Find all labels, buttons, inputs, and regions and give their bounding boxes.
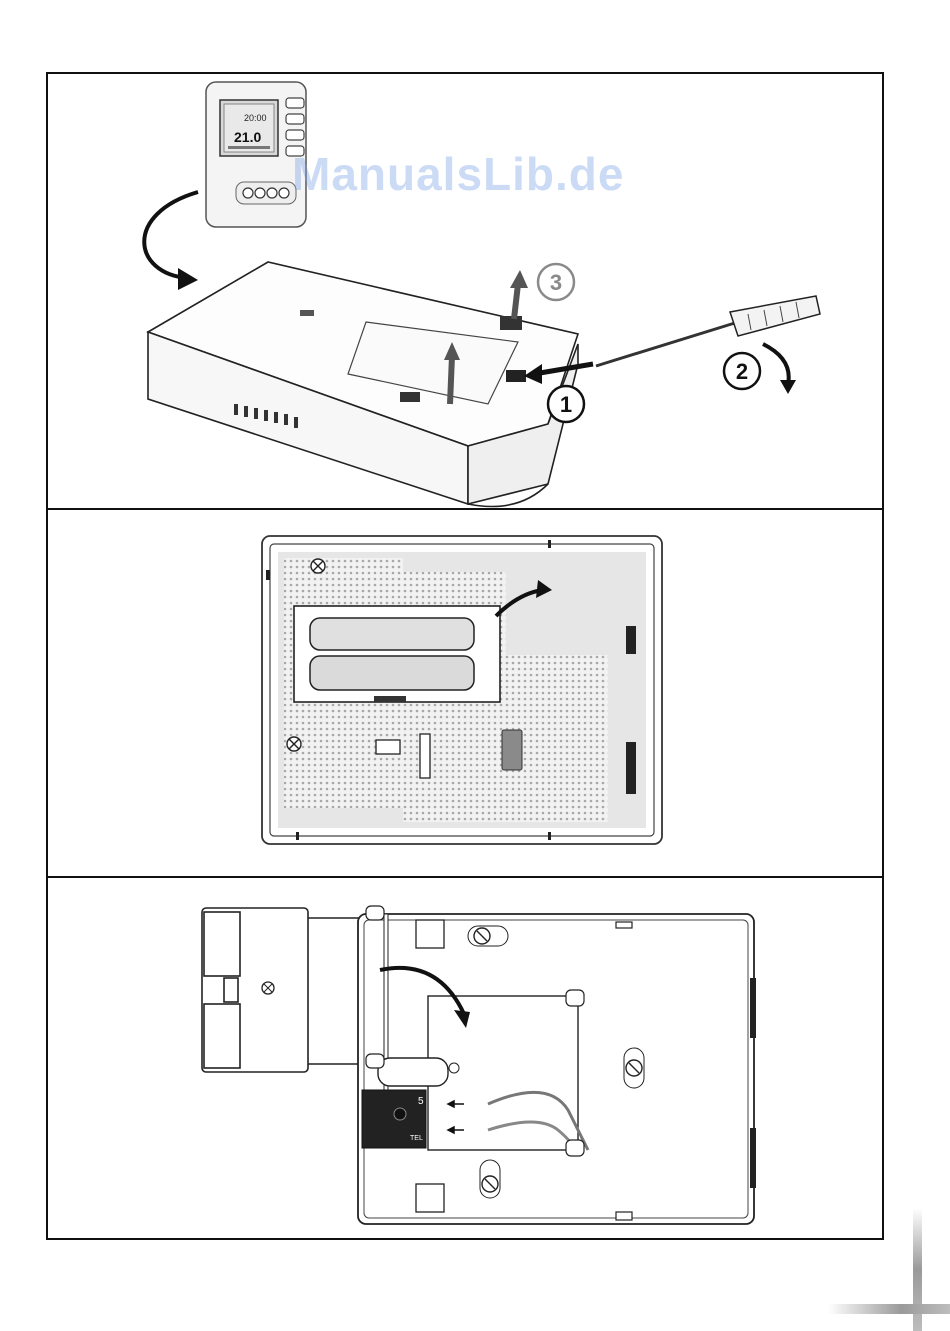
battery-holder: [294, 606, 500, 702]
screwdriver: [596, 296, 820, 366]
screw-icon: [262, 982, 274, 994]
terminal-clip: [378, 1058, 448, 1086]
terminal-label-tel: TEL: [410, 1135, 423, 1142]
latch-top: [500, 316, 522, 330]
svg-text:1: 1: [560, 392, 572, 417]
panel-wiring: 5 TEL: [48, 878, 882, 1238]
base-window: [416, 1184, 444, 1212]
panel-battery: [48, 510, 882, 878]
board-chip: [502, 730, 522, 770]
cover-slot: [300, 310, 314, 316]
terminal-label-5: 5: [418, 1096, 424, 1107]
page-frame: 20:00 21.0: [46, 72, 884, 1240]
step-1-marker: 1: [548, 386, 584, 422]
latch-bottom: [400, 392, 420, 402]
battery-board-illustration: [48, 510, 882, 876]
thermostat-device: 20:00 21.0: [206, 82, 306, 227]
thermostat-time: 20:00: [244, 113, 267, 123]
latch-release: [506, 370, 526, 382]
flip-arrow: [144, 192, 198, 278]
watermark: ManualsLib.de: [292, 147, 624, 201]
cover-removal-illustration: 20:00 21.0: [48, 74, 882, 508]
base-window: [416, 920, 444, 948]
panel-remove-cover: 20:00 21.0: [48, 74, 882, 510]
thermostat-temperature: 21.0: [234, 129, 261, 145]
cover-plate: [202, 908, 308, 1072]
lift-arrow-left: [450, 356, 452, 404]
corner-mark-horizontal: [828, 1304, 950, 1314]
board-component: [376, 740, 400, 754]
rotate-arrow: [763, 344, 789, 384]
screw-icon: [624, 1048, 644, 1088]
battery-top: [310, 618, 474, 650]
wiring-illustration: 5 TEL: [48, 878, 882, 1236]
terminal-block: 5 TEL: [362, 1090, 426, 1148]
screw-icon: [287, 737, 301, 751]
svg-text:3: 3: [550, 270, 562, 295]
svg-text:2: 2: [736, 359, 748, 384]
battery-bottom: [310, 656, 474, 690]
lift-arrow-right: [514, 284, 518, 319]
flip-arrow-head: [178, 268, 198, 290]
step-2-marker: 2: [724, 353, 760, 389]
board-capacitor: [420, 734, 430, 778]
step-3-marker: 3: [538, 264, 574, 300]
screw-icon: [468, 926, 508, 946]
screw-icon: [311, 559, 325, 573]
screw-icon: [480, 1160, 500, 1198]
